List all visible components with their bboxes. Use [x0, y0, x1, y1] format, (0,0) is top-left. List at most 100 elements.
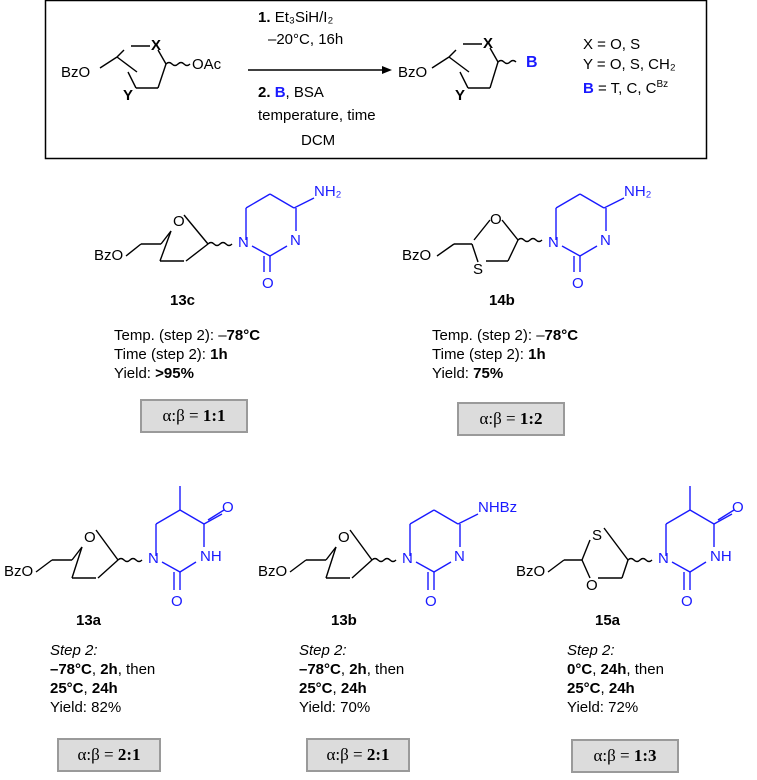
cond-line: –78°C, 2h, then	[50, 660, 155, 679]
cond-line: 25°C, 24h	[299, 679, 404, 698]
ratio-prefix: α:β =	[162, 406, 203, 425]
base-label-14b: NH₂	[624, 183, 652, 200]
atom-o2-13b: O	[425, 593, 437, 610]
step1-line1: 1. Et₃SiH/I₂	[258, 8, 333, 27]
cond-temp: –78°C	[50, 661, 92, 678]
step1-conditions: –20°C, 16h	[268, 31, 344, 48]
cond-time: 24h	[600, 661, 627, 678]
base-label-13a: NH	[200, 548, 222, 565]
cond-then: , then	[117, 661, 156, 678]
step1-reagent: Et₃SiH/I₂	[274, 9, 334, 26]
step2-line3: DCM	[301, 132, 336, 149]
conditions-13a: Step 2: –78°C, 2h, then 25°C, 24h Yield:…	[50, 641, 155, 717]
cond-yield: Yield: 72%	[567, 699, 639, 716]
legend-y-text: Y = O, S, CH₂	[583, 56, 676, 73]
atom-n3-13b: N	[454, 548, 465, 565]
atom-o4-13a: O	[222, 499, 234, 516]
step-header: Step 2:	[567, 642, 615, 659]
structure-13a	[35, 529, 143, 579]
ratio-value: 1:2	[519, 409, 543, 428]
base-13b	[409, 509, 479, 590]
atom-n1-14b: N	[548, 234, 559, 251]
atom-bzo-14b: BzO	[402, 247, 431, 264]
atom-s-14b: S	[473, 261, 483, 278]
atom-bzo-13b: BzO	[258, 563, 287, 580]
product-y-label: Y	[455, 87, 465, 104]
ratio-value: 1:3	[633, 746, 657, 765]
cond-line: Temp. (step 2): –78°C	[432, 326, 578, 345]
structure-13c	[125, 214, 233, 262]
cond-line: 0°C, 24h, then	[567, 660, 664, 679]
cond-text: Temp. (step 2): –	[432, 327, 545, 344]
base-label-15a: NH	[710, 548, 732, 565]
step-header: Step 2:	[299, 642, 347, 659]
atom-o2-15a: O	[681, 593, 693, 610]
compound-id-15a: 15a	[595, 612, 621, 629]
atom-o-13c: O	[173, 213, 185, 230]
structure-13b	[289, 529, 397, 579]
cond-line: Temp. (step 2): –78°C	[114, 326, 260, 345]
conditions-13b: Step 2: –78°C, 2h, then 25°C, 24h Yield:…	[299, 641, 404, 717]
legend-x: X = O, S	[583, 35, 640, 54]
atom-o2-14b: O	[572, 275, 584, 292]
atom-o2-13c: O	[262, 275, 274, 292]
cond-text: Time (step 2):	[432, 346, 529, 363]
atom-n1-15a: N	[658, 550, 669, 567]
cond-sep: ,	[600, 680, 609, 697]
start-y-label: Y	[123, 87, 133, 104]
cond-then: , then	[366, 661, 405, 678]
cond-time: 2h	[349, 661, 367, 678]
cond-value: >95%	[155, 365, 194, 382]
legend-b-key: B	[583, 80, 594, 97]
atom-o-13a: O	[84, 529, 96, 546]
ratio-badge-15a: α:β = 1:3	[571, 739, 679, 773]
ratio-badge-14b: α:β = 1:2	[457, 402, 565, 436]
structure-14b	[436, 219, 543, 263]
atom-bzo-13c: BzO	[94, 247, 123, 264]
start-oac-label: OAc	[192, 56, 222, 73]
legend-b-sup: Bz	[656, 79, 669, 90]
legend-b: B = T, C, CBz	[583, 75, 668, 98]
ratio-value: 2:1	[366, 745, 390, 764]
cond-value: 78°C	[544, 327, 579, 344]
atom-s-15a: S	[592, 527, 602, 544]
cond-sep: ,	[91, 661, 101, 678]
cond-yield: Yield: 70%	[299, 699, 371, 716]
product-b-label: B	[526, 54, 538, 71]
cond-value: 78°C	[226, 327, 261, 344]
base-label-13c: NH₂	[314, 183, 342, 200]
atom-n1-13a: N	[148, 550, 159, 567]
atom-n1-13c: N	[238, 234, 249, 251]
ratio-prefix: α:β =	[326, 745, 367, 764]
cond-temp: 0°C	[567, 661, 593, 678]
atom-bzo-15a: BzO	[516, 563, 545, 580]
cond-sep: ,	[332, 680, 341, 697]
cond-temp: 25°C	[299, 680, 333, 697]
atom-o-13b: O	[338, 529, 350, 546]
base-15a	[665, 486, 735, 590]
legend-b-rest: = T, C, C	[593, 80, 657, 97]
cond-temp: 25°C	[50, 680, 84, 697]
compound-id-14b: 14b	[489, 292, 515, 309]
starting-material-structure	[99, 45, 191, 89]
base-13c	[245, 193, 315, 272]
base-13a	[155, 486, 225, 590]
legend-x-text: X = O, S	[583, 36, 641, 53]
atom-bzo-13a: BzO	[4, 563, 33, 580]
base-label-13b: NHBz	[478, 499, 517, 516]
atom-o-14b: O	[490, 211, 502, 228]
cond-then: , then	[626, 661, 664, 678]
cond-line: 25°C, 24h	[50, 679, 155, 698]
product-structure	[431, 43, 517, 89]
step2-base: B	[274, 84, 286, 101]
step2-line1: 2. B, BSA	[258, 83, 324, 102]
cond-temp: 25°C	[567, 680, 601, 697]
cond-line: Time (step 2): 1h	[114, 345, 260, 364]
atom-o4-15a: O	[732, 499, 744, 516]
cond-text: Yield:	[114, 365, 156, 382]
step2-number: 2.	[258, 84, 271, 101]
cond-line: –78°C, 2h, then	[299, 660, 404, 679]
atom-n3-13c: N	[290, 232, 301, 249]
atom-o2-13a: O	[171, 593, 183, 610]
